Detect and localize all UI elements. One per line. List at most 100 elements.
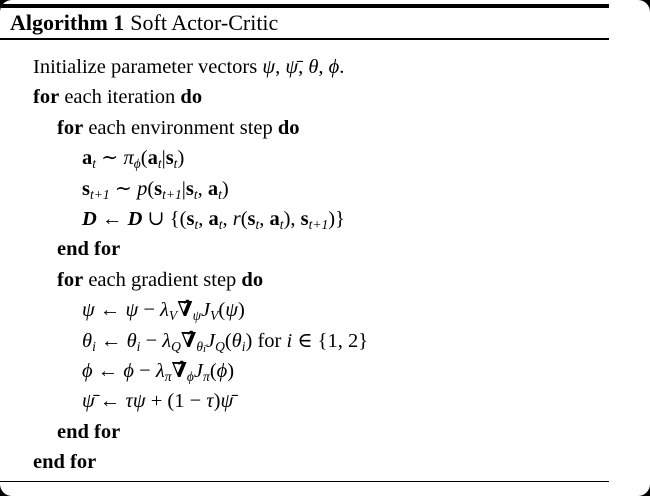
header-rule bbox=[0, 38, 609, 40]
algorithm-token: | bbox=[161, 147, 166, 170]
algorithm-token: + (1 − bbox=[145, 390, 207, 413]
algorithm-token: , bbox=[318, 56, 329, 78]
algorithm-token: t bbox=[194, 217, 199, 232]
algorithm-token: − bbox=[134, 359, 156, 382]
algorithm-token: for bbox=[33, 86, 60, 109]
algorithm-line: ϕ ← ϕ − λπ∇̂ϕJπ(ϕ) bbox=[0, 356, 650, 386]
algorithm-token: ( bbox=[240, 207, 248, 230]
algorithm-token: θ bbox=[126, 329, 137, 352]
algorithm-token: θ bbox=[231, 329, 242, 352]
algorithm-token: p bbox=[137, 177, 148, 200]
algorithm-token: t+1 bbox=[89, 186, 110, 202]
algorithm-token: ϕ bbox=[186, 368, 194, 384]
algorithm-token: λ bbox=[160, 299, 169, 322]
algorithm-line: st+1 ∼ p(st+1|st, at) bbox=[0, 174, 650, 204]
algorithm-token: θ bbox=[196, 338, 203, 354]
algorithm-token: ) bbox=[177, 147, 185, 170]
algorithm-line: for each environment step do bbox=[0, 113, 650, 143]
algorithm-token: a bbox=[82, 147, 93, 170]
algorithm-line: for each iteration do bbox=[0, 82, 650, 112]
top-rule bbox=[0, 4, 609, 8]
algorithm-token: ← bbox=[96, 207, 128, 230]
algorithm-token: s bbox=[247, 207, 256, 230]
algorithm-token: D bbox=[127, 207, 143, 230]
algorithm-token: ), bbox=[283, 207, 301, 230]
algorithm-token: ψ̄ bbox=[220, 390, 234, 413]
algorithm-token: ∈ {1, 2} bbox=[292, 329, 369, 352]
algorithm-token: ) bbox=[213, 390, 221, 413]
algorithm-token: , bbox=[222, 207, 233, 230]
algorithm-token: end for bbox=[57, 238, 121, 261]
algorithm-token: λ bbox=[155, 359, 165, 382]
algorithm-token: i bbox=[241, 338, 246, 354]
algorithm-token: t bbox=[92, 156, 97, 172]
algorithm-token: end for bbox=[57, 420, 121, 443]
algorithm-title: Soft Actor-Critic bbox=[130, 10, 279, 35]
algorithm-token: a bbox=[207, 177, 219, 200]
algorithm-token: ψ bbox=[262, 56, 276, 78]
algorithm-token: τ bbox=[125, 390, 133, 413]
algorithm-token: t bbox=[279, 217, 284, 232]
algorithm-token: s bbox=[185, 177, 194, 200]
algorithm-token: )} bbox=[328, 207, 345, 230]
algorithm-token: , bbox=[259, 207, 270, 230]
algorithm-token: . bbox=[339, 56, 345, 78]
algorithm-token: π bbox=[203, 368, 210, 384]
algorithm-token: , bbox=[298, 56, 309, 78]
algorithm-token: ϕ bbox=[123, 359, 134, 382]
algorithm-token: ψ bbox=[82, 299, 95, 322]
algorithm-token: each environment step bbox=[83, 116, 278, 139]
algorithm-token: a bbox=[147, 147, 158, 170]
algorithm-token: ( bbox=[140, 147, 148, 170]
algorithm-token: ∇̂ bbox=[177, 299, 193, 322]
algorithm-token: r bbox=[232, 207, 241, 230]
algorithm-token: a bbox=[208, 207, 219, 230]
algorithm-token: for bbox=[57, 268, 84, 291]
algorithm-token: end for bbox=[33, 451, 97, 474]
algorithm-token: V bbox=[210, 308, 219, 324]
algorithm-token: Q bbox=[215, 338, 225, 354]
algorithm-token: t bbox=[193, 186, 198, 202]
algorithm-token: ) for bbox=[245, 329, 287, 352]
algorithm-token: ← bbox=[92, 359, 124, 382]
algorithm-token: t+1 bbox=[308, 217, 329, 232]
algorithm-token: ψ bbox=[192, 308, 202, 324]
algorithm-token: Q bbox=[171, 338, 181, 354]
algorithm-token: ∪ {( bbox=[142, 207, 187, 230]
algorithm-line: ψ̄ ← τψ + (1 − τ)ψ̄ bbox=[0, 386, 650, 416]
algorithm-token: ∼ bbox=[109, 177, 138, 200]
algorithm-line: D ← D ∪ {(st, at, r(st, at), st+1)} bbox=[0, 204, 650, 234]
algorithm-token: i bbox=[136, 338, 141, 354]
algorithm-token: each gradient step bbox=[83, 268, 242, 291]
algorithm-token: t bbox=[255, 217, 260, 232]
algorithm-line: ψ ← ψ − λV∇̂ψJV(ψ) bbox=[0, 295, 650, 325]
algorithm-token: π bbox=[164, 368, 172, 384]
algorithm-line: θi ← θi − λQ∇̂θiJQ(θi) for i ∈ {1, 2} bbox=[0, 326, 650, 356]
algorithm-token: J bbox=[205, 329, 216, 352]
algorithm-token: ← bbox=[94, 299, 126, 322]
algorithm-token: i bbox=[286, 329, 293, 352]
algorithm-token: t bbox=[157, 156, 162, 172]
algorithm-token: do bbox=[180, 86, 203, 109]
algorithm-token: ∇̂ bbox=[171, 359, 187, 382]
algorithm-body: Initialize parameter vectors ψ, ψ̄, θ, ϕ… bbox=[0, 52, 650, 477]
algorithm-token: ∇̂ bbox=[180, 329, 197, 352]
algorithm-token: ) bbox=[237, 299, 245, 322]
algorithm-token: λ bbox=[162, 329, 172, 352]
algorithm-token: ψ̄ bbox=[82, 390, 95, 413]
algorithm-token: s bbox=[300, 207, 309, 230]
algorithm-label: Algorithm 1 bbox=[10, 10, 125, 35]
algorithm-token: θ bbox=[308, 56, 319, 78]
algorithm-line: at ∼ πϕ(at|st) bbox=[0, 143, 650, 173]
algorithm-token: s bbox=[186, 207, 195, 230]
algorithm-token: s bbox=[165, 147, 174, 170]
algorithm-line: end for bbox=[0, 447, 650, 477]
algorithm-token: ϕ bbox=[328, 56, 340, 78]
algorithm-token: | bbox=[181, 177, 186, 200]
algorithm-token: t bbox=[218, 186, 222, 202]
algorithm-token: − bbox=[138, 299, 161, 322]
algorithm-token: ψ bbox=[132, 390, 146, 413]
algorithm-token: θ bbox=[82, 329, 93, 352]
